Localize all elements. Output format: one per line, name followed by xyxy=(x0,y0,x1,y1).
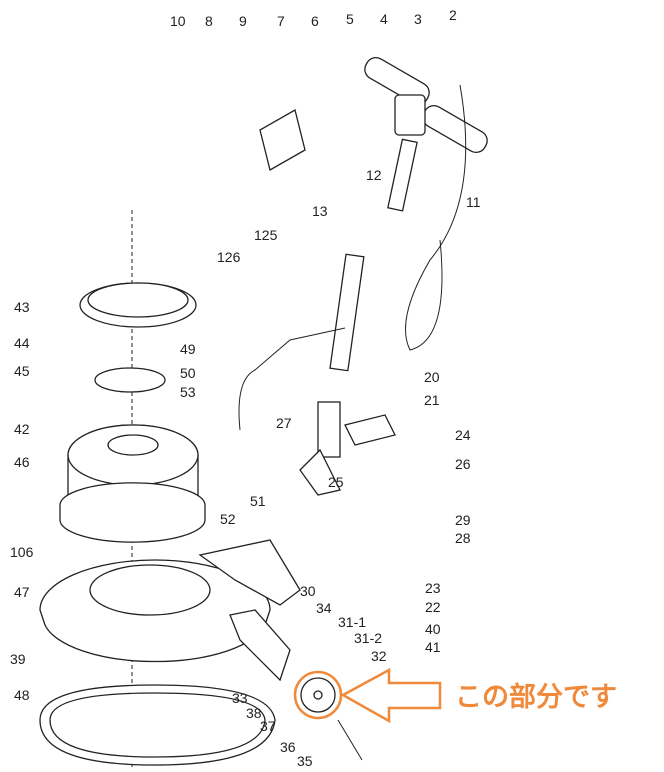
label-50: 50 xyxy=(180,365,196,381)
label-27: 27 xyxy=(276,415,292,431)
label-33: 33 xyxy=(232,690,248,706)
label-46: 46 xyxy=(14,454,30,470)
label-32: 32 xyxy=(371,648,387,664)
arrow-left-icon xyxy=(340,667,442,724)
part-42-motor xyxy=(59,424,206,543)
label-9: 9 xyxy=(239,13,247,29)
label-11: 11 xyxy=(466,194,481,210)
part-48-bumper xyxy=(39,684,276,766)
part-33-bracket xyxy=(229,609,291,682)
label-44: 44 xyxy=(14,335,30,351)
label-38: 38 xyxy=(246,705,262,721)
label-31-1: 31-1 xyxy=(338,614,366,630)
callout-text: この部分です xyxy=(455,681,617,713)
label-24: 24 xyxy=(455,427,471,443)
part-labels: 10 8 9 7 6 5 4 3 2 11 12 13 125 126 43 4… xyxy=(10,7,481,769)
label-36: 36 xyxy=(280,739,296,755)
power-cord xyxy=(405,84,467,351)
label-43: 43 xyxy=(14,299,30,315)
label-40: 40 xyxy=(425,621,441,637)
part-24-pedal xyxy=(344,414,396,446)
label-8: 8 xyxy=(205,13,213,29)
handle-grips xyxy=(364,56,488,154)
part-36-wheel xyxy=(300,677,336,713)
label-53: 53 xyxy=(180,384,196,400)
label-29: 29 xyxy=(455,512,471,528)
label-37: 37 xyxy=(260,718,276,734)
label-31-2: 31-2 xyxy=(354,630,382,646)
handle-tube xyxy=(329,253,365,372)
cable-125-126 xyxy=(238,327,346,431)
label-126: 126 xyxy=(217,249,241,265)
label-52: 52 xyxy=(220,511,236,527)
label-35: 35 xyxy=(297,753,313,769)
label-125: 125 xyxy=(254,227,278,243)
label-6: 6 xyxy=(311,13,319,29)
label-13: 13 xyxy=(312,203,328,219)
label-12: 12 xyxy=(366,167,382,183)
label-25: 25 xyxy=(328,474,344,490)
label-2: 2 xyxy=(449,7,457,23)
label-41: 41 xyxy=(425,639,441,655)
label-106: 106 xyxy=(10,544,34,560)
label-21: 21 xyxy=(424,392,440,408)
label-30: 30 xyxy=(300,583,316,599)
label-34: 34 xyxy=(316,600,332,616)
label-48: 48 xyxy=(14,687,30,703)
part-30-lever xyxy=(198,539,301,606)
part-9-plate xyxy=(259,109,306,171)
label-47: 47 xyxy=(14,584,30,600)
label-7: 7 xyxy=(277,13,285,29)
part-25 xyxy=(299,448,341,496)
part-12-shaft xyxy=(387,138,418,212)
label-45: 45 xyxy=(14,363,30,379)
label-20: 20 xyxy=(424,369,440,385)
label-26: 26 xyxy=(455,456,471,472)
label-49: 49 xyxy=(180,341,196,357)
label-42: 42 xyxy=(14,421,30,437)
label-10: 10 xyxy=(170,13,186,29)
label-5: 5 xyxy=(346,11,354,27)
part-21-bracket xyxy=(317,401,341,458)
label-51: 51 xyxy=(250,493,266,509)
part-45-plate xyxy=(94,367,166,393)
part-43-ring xyxy=(79,282,197,328)
label-23: 23 xyxy=(425,580,441,596)
label-22: 22 xyxy=(425,599,441,615)
part-35-bolt xyxy=(337,719,363,761)
label-28: 28 xyxy=(455,530,471,546)
label-39: 39 xyxy=(10,651,26,667)
label-4: 4 xyxy=(380,11,388,27)
part-47-base xyxy=(39,559,271,663)
label-3: 3 xyxy=(414,11,422,27)
